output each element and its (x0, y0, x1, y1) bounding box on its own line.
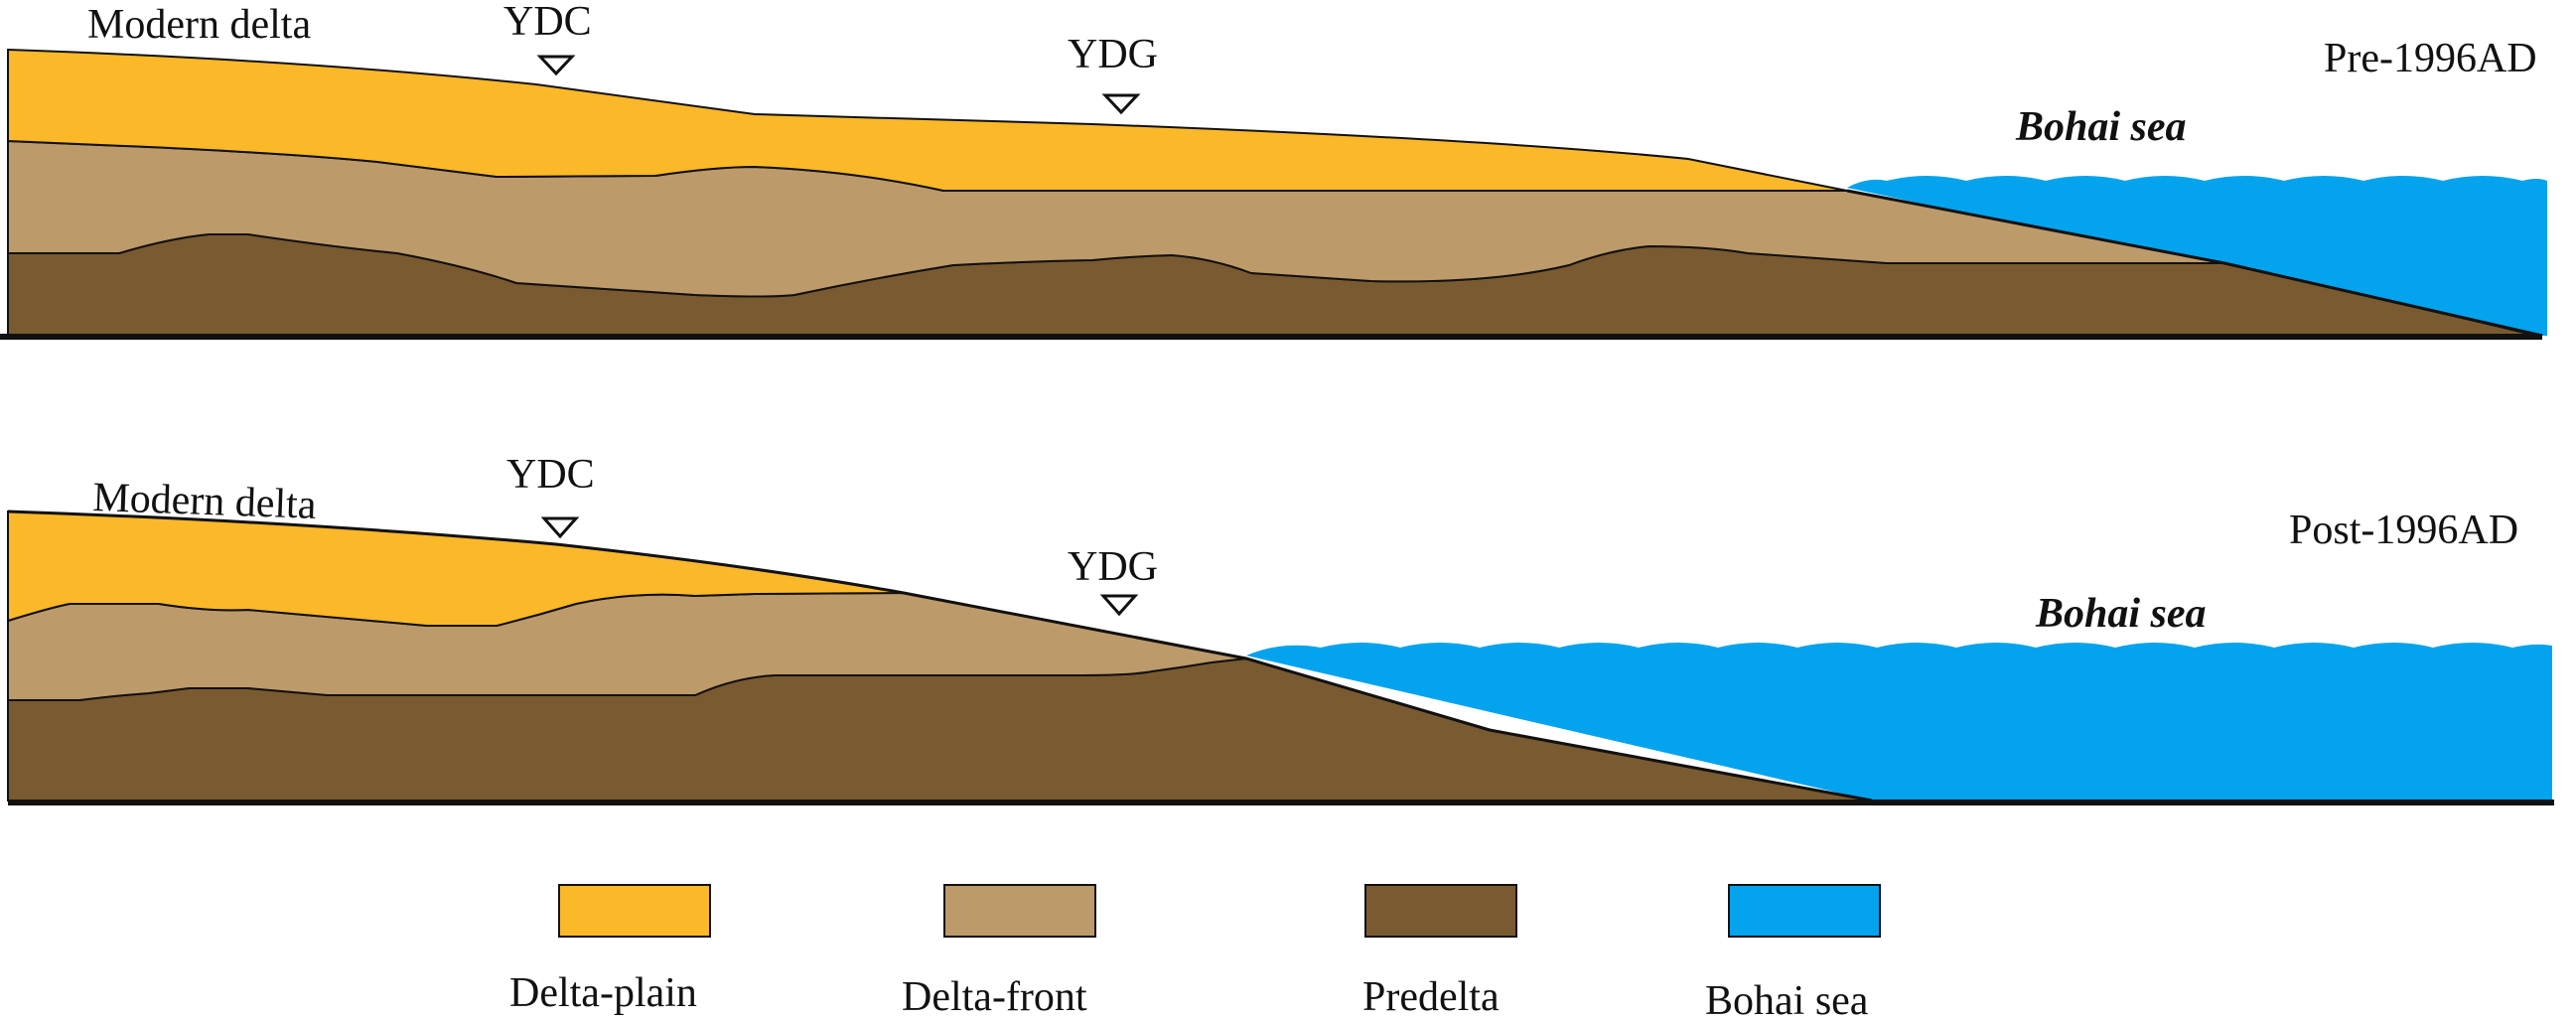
post-region-label: Modern delta (92, 475, 318, 528)
legend-item-predelta: Predelta (1362, 884, 1517, 1020)
pre-seabed-slope-line (1846, 189, 2543, 338)
post-sea-water (1246, 643, 2552, 801)
post-period-label: Post-1996AD (2289, 508, 2518, 553)
post-ydc-label: YDC (506, 452, 595, 498)
legend-label-delta-plain: Delta-plain (509, 970, 697, 1016)
panel-post-1996: Modern delta YDC YDG Post-1996AD Bohai s… (7, 452, 2554, 805)
legend-label-delta-front: Delta-front (902, 974, 1087, 1020)
legend-swatch-delta-plain (558, 884, 711, 938)
legend-swatch-predelta (1364, 884, 1517, 938)
legend: Delta-plain Delta-front Predelta Bohai s… (509, 884, 1881, 1022)
legend-swatch-delta-front (943, 884, 1096, 938)
legend-label-predelta: Predelta (1362, 974, 1500, 1020)
pre-delta-plain-layer (7, 48, 1848, 192)
legend-swatch-bohai-sea (1728, 884, 1881, 938)
legend-item-delta-plain: Delta-plain (509, 884, 711, 1016)
pre-ydg-marker-icon (1101, 93, 1141, 115)
pre-ydg-label: YDG (1068, 32, 1158, 77)
panel-pre-1996: Modern delta YDC YDG Pre-1996AD Bohai se… (0, 0, 2547, 340)
pre-ydc-marker-icon (536, 55, 576, 76)
post-ydg-marker-icon (1099, 594, 1139, 617)
pre-region-label: Modern delta (87, 2, 311, 48)
post-ydc-marker-icon (540, 516, 580, 539)
legend-item-bohai-sea: Bohai sea (1705, 884, 1881, 1022)
pre-period-label: Pre-1996AD (2324, 36, 2537, 81)
pre-sea-label: Bohai sea (2015, 104, 2187, 150)
post-sea-label: Bohai sea (2035, 591, 2207, 637)
legend-label-bohai-sea: Bohai sea (1705, 978, 1869, 1022)
legend-item-delta-front: Delta-front (902, 884, 1096, 1020)
post-surface-line (7, 510, 1873, 803)
pre-ydc-label: YDC (503, 0, 592, 45)
post-ydg-label: YDG (1068, 544, 1158, 590)
